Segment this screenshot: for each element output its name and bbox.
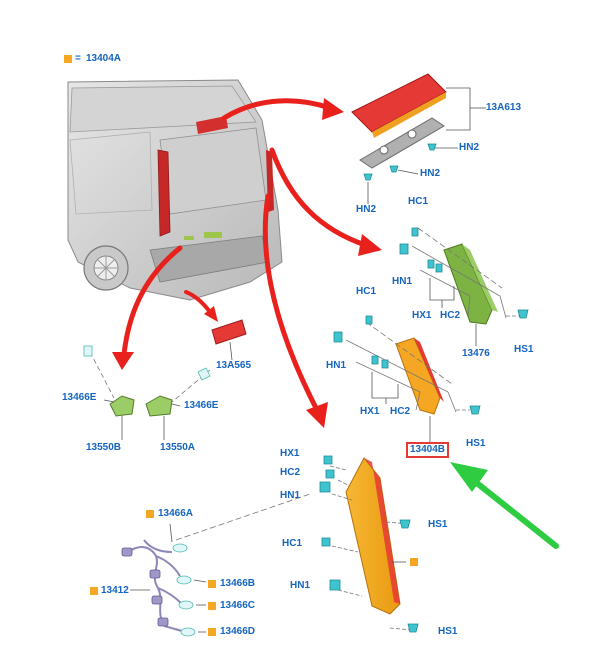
clip-hn2-low [363, 173, 373, 181]
label-hc2-b: HC2 [390, 406, 411, 417]
label-hc2-c: HC2 [280, 467, 301, 478]
arrow-to-left-lamp [262, 193, 321, 415]
rear-lamp-lower [329, 457, 413, 631]
bulb-hx1-c [323, 455, 333, 465]
harness-connector-1 [121, 547, 133, 557]
bulb-socket-hn1-a [399, 243, 409, 255]
bulb-hx1-a [427, 259, 435, 269]
label-13A565: 13A565 [216, 360, 252, 371]
label-13476: 13476 [462, 348, 490, 359]
bulb-13466E-right [197, 367, 211, 381]
clip-hn2-mid [389, 165, 399, 173]
label-13550A: 13550A [160, 442, 196, 453]
arrow-to-high-mount-lamp [221, 98, 333, 121]
label-13466C: 13466C [220, 600, 256, 611]
label-hx1-b: HX1 [360, 406, 380, 417]
label-hn2-right: HN2 [459, 142, 480, 153]
label-13466A: 13466A [158, 508, 194, 519]
harness-connector-4 [157, 617, 169, 627]
screw-hs1-d [407, 623, 419, 633]
label-hn1-b: HN1 [326, 360, 347, 371]
label-13466D: 13466D [220, 626, 256, 637]
label-13550B: 13550B [86, 442, 122, 453]
marker-13466D [208, 628, 216, 636]
arrowhead-13A565 [204, 306, 218, 322]
label-hn1-c: HN1 [280, 490, 301, 501]
label-hx1-c: HX1 [280, 448, 300, 459]
bulb-hc1-b [365, 315, 373, 325]
arrow-to-right-lamp [269, 147, 371, 249]
screw-hs1-c [399, 519, 411, 529]
screw-hs1-b [469, 405, 481, 415]
label-hc2-a: HC2 [440, 310, 461, 321]
label-hc1-c: HC1 [282, 538, 303, 549]
harness-connector-3 [151, 595, 163, 605]
arrowhead-bulb-holders [112, 352, 134, 370]
label-13A613: 13A613 [486, 102, 522, 113]
label-hs1-d: HS1 [438, 626, 458, 637]
bulb-socket-hn1-d [329, 579, 341, 591]
clip-hn2-right [427, 143, 437, 151]
marker-13412 [90, 587, 98, 595]
van-illustration [67, 79, 283, 301]
rear-lamp-13404B [345, 321, 470, 442]
label-13466E-left: 13466E [62, 392, 97, 403]
bulb-13466C [178, 600, 194, 610]
label-13466B: 13466B [220, 578, 256, 589]
bulb-holder-13550B [89, 351, 135, 440]
bulb-hx1-b [371, 355, 379, 365]
bulb-socket-hn1-b [333, 331, 343, 343]
arrowhead-high-mount [322, 98, 344, 120]
high-mount-stop-lamp [351, 73, 486, 204]
arrowhead-left-lamp [306, 402, 328, 428]
bulb-hc1-c [321, 537, 331, 547]
marker-13466B [208, 580, 216, 588]
label-13466E-right: 13466E [184, 400, 219, 411]
bulb-13466B [176, 575, 192, 585]
label-hx1-a: HX1 [412, 310, 432, 321]
rear-lamp-13476 [411, 227, 522, 346]
label-hc1-a: HC1 [408, 196, 429, 207]
marker-13466C [208, 602, 216, 610]
bulb-hc2-c [325, 469, 335, 479]
label-13412: 13412 [101, 585, 129, 596]
green-pointer-arrow [450, 462, 559, 549]
marker-lower-lamp [410, 558, 418, 566]
label-hs1-c: HS1 [428, 519, 448, 530]
marker-13466A [146, 510, 154, 518]
screw-hs1-a [517, 309, 529, 319]
bulb-hc1-a [411, 227, 419, 237]
arrow-to-13A565 [184, 290, 212, 314]
label-hn2-low: HN2 [356, 204, 377, 215]
label-hn1-a: HN1 [392, 276, 413, 287]
label-hc1-b: HC1 [356, 286, 377, 297]
bulb-13466E-left [83, 345, 93, 357]
bulb-hc2-b [381, 359, 389, 369]
bulb-hc2-a [435, 263, 443, 273]
bulb-13466A [172, 543, 188, 553]
arrow-to-bulb-holders [121, 245, 183, 357]
label-hs1-b: HS1 [466, 438, 486, 449]
legend-separator: = [75, 53, 81, 64]
legend-code: 13404A [86, 53, 122, 64]
bulb-13466D [180, 627, 196, 637]
label-hs1-a: HS1 [514, 344, 534, 355]
reflector-13A565 [211, 319, 247, 345]
legend-marker [64, 55, 72, 63]
harness-connector-2 [149, 569, 161, 579]
label-13404B-highlighted: 13404B [406, 442, 450, 458]
label-hn2-mid: HN2 [420, 168, 441, 179]
bulb-socket-hn1-c [319, 481, 331, 493]
arrowhead-right-lamp [358, 234, 382, 256]
wiring-harness-13412 [127, 539, 187, 633]
label-hn1-d: HN1 [290, 580, 311, 591]
